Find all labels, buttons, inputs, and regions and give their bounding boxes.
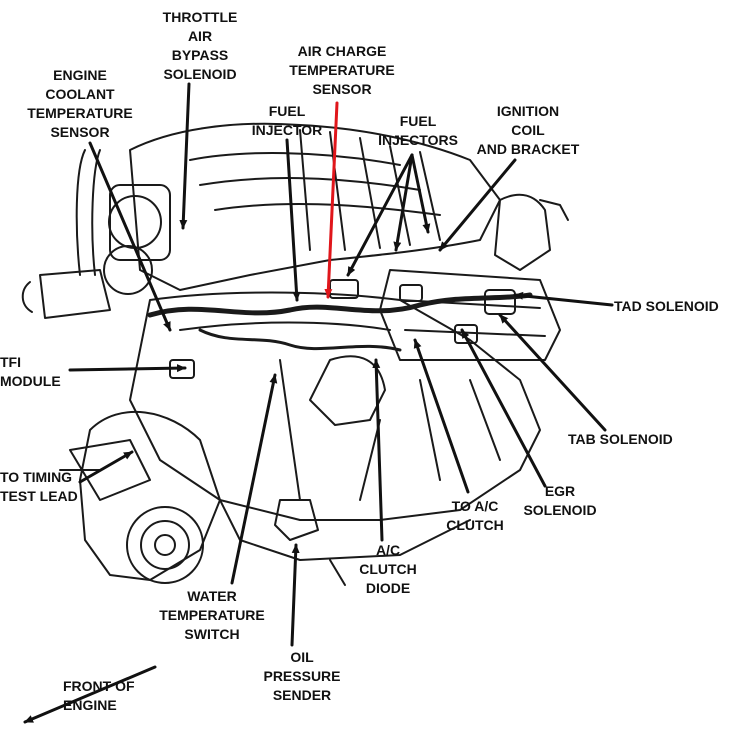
- arrow-tfi-module: [68, 364, 187, 373]
- arrow-tab-solenoid: [498, 313, 607, 432]
- label-ignition-coil-and-bracket: IGNITION COIL AND BRACKET: [476, 103, 580, 157]
- arrow-fuel-injectors-2: [393, 153, 414, 252]
- label-engine-coolant-temperature-sensor: ENGINE COOLANT TEMPERATURE SENSOR: [27, 67, 133, 140]
- label-tab-solenoid: TAB SOLENOID: [568, 431, 673, 447]
- arrow-front-of-engine: [23, 665, 157, 724]
- label-tad-solenoid: TAD SOLENOID: [614, 298, 719, 314]
- arrow-ignition-coil: [438, 158, 517, 252]
- arrow-engine-coolant: [88, 141, 172, 332]
- label-throttle-air-bypass: THROTTLE AIR BYPASS SOLENOID: [162, 9, 238, 82]
- arrow-ac-clutch-diode: [372, 358, 384, 542]
- label-air-charge-temperature-sensor: AIR CHARGE TEMPERATURE SENSOR: [289, 43, 395, 97]
- arrow-tad-solenoid: [513, 291, 614, 307]
- leader-lines: [23, 82, 614, 724]
- label-ac-clutch-diode: A/C CLUTCH DIODE: [359, 542, 417, 596]
- arrow-fuel-injectors-1: [346, 153, 414, 277]
- label-to-timing-test-lead: TO TIMING TEST LEAD: [0, 469, 78, 504]
- label-fuel-injector: FUEL INJECTOR: [251, 103, 323, 138]
- arrow-air-charge-temp: [324, 101, 339, 299]
- label-fuel-injectors: FUEL INJECTORS: [378, 113, 458, 148]
- label-to-ac-clutch: TO A/C CLUTCH: [446, 498, 504, 533]
- label-water-temperature-switch: WATER TEMPERATURE SWITCH: [159, 588, 265, 642]
- arrow-water-temp-switch: [230, 373, 278, 585]
- arrow-egr-solenoid: [460, 328, 547, 488]
- arrow-oil-pressure-sender: [290, 543, 300, 647]
- arrow-fuel-injectors-3: [410, 153, 431, 234]
- label-front-of-engine: FRONT OF ENGINE: [63, 678, 135, 713]
- label-egr-solenoid: EGR SOLENOID: [523, 483, 597, 518]
- arrow-throttle-air-bypass: [179, 82, 191, 230]
- label-oil-pressure-sender: OIL PRESSURE SENDER: [263, 649, 341, 703]
- arrow-to-timing: [78, 450, 134, 484]
- label-tfi-module: TFI MODULE: [0, 354, 61, 389]
- arrow-to-ac-clutch: [413, 338, 470, 494]
- arrow-fuel-injector: [285, 138, 301, 302]
